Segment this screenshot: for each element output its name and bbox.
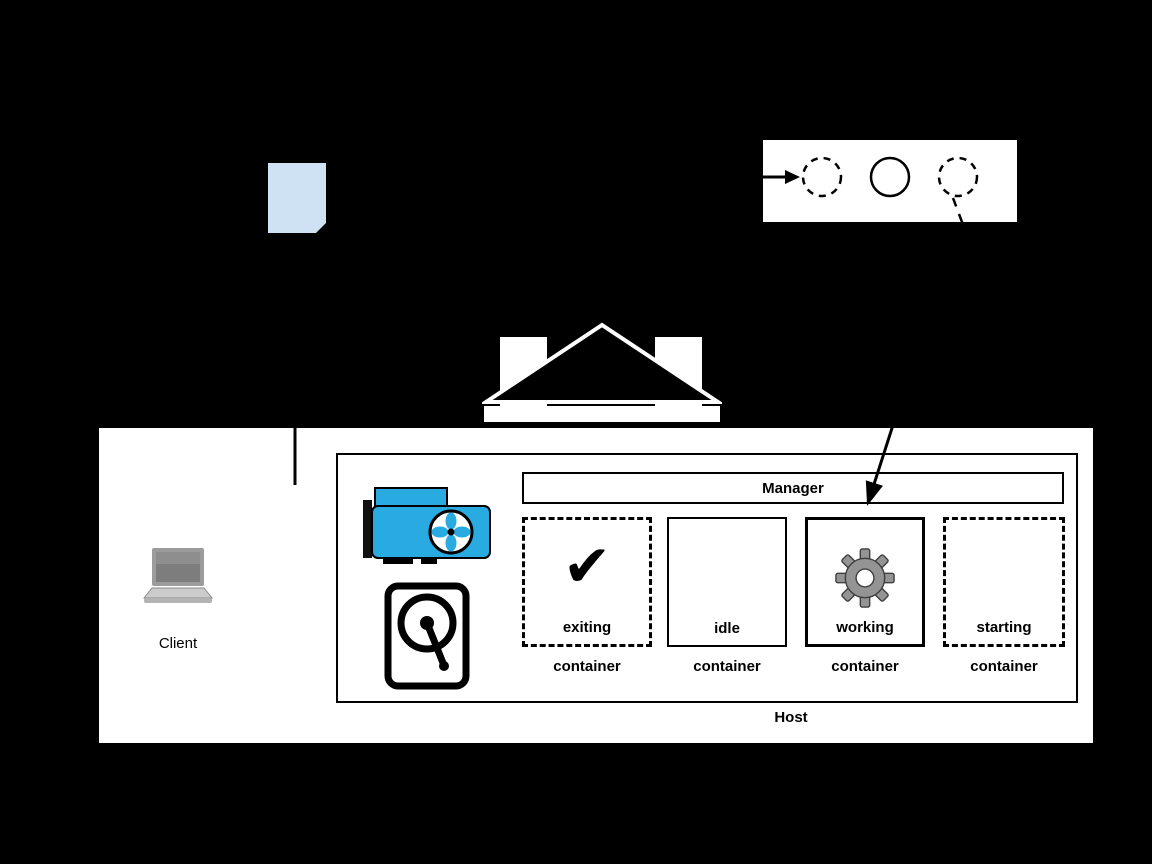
- container-caption: container: [553, 658, 621, 675]
- host-label: Host: [774, 709, 808, 726]
- temple-icon: [482, 322, 722, 422]
- container-working-box: working: [805, 517, 925, 647]
- container-idle-box: idle: [667, 517, 787, 647]
- container-state-label: idle: [714, 620, 740, 637]
- container-caption: container: [831, 658, 899, 675]
- hdd-icon: [384, 582, 470, 690]
- container-starting-box: starting: [943, 517, 1065, 647]
- checkmark-icon: ✔: [562, 534, 612, 599]
- container-caption: container: [693, 658, 761, 675]
- laptop-icon: [142, 548, 214, 603]
- manager-label: Manager: [762, 479, 824, 497]
- gpu-icon: [363, 487, 491, 564]
- temple-base: [484, 406, 720, 422]
- circle-queue-box: [763, 140, 1017, 231]
- container-state-label: exiting: [562, 619, 612, 636]
- gear-icon: [835, 548, 895, 613]
- queue-circle-solid: [869, 156, 911, 198]
- queue-arrow-head-icon: [785, 170, 800, 184]
- container-starting: starting container: [943, 517, 1065, 675]
- queue-connector-stub: [951, 197, 967, 231]
- container-exiting-box: ✔ exiting: [522, 517, 652, 647]
- temple-roof: [482, 322, 722, 404]
- host-box: Manager ✔ exiting container idle contain…: [336, 453, 1078, 703]
- queue-circle-dashed-1: [801, 156, 843, 198]
- container-caption: container: [970, 658, 1038, 675]
- document-fold-icon: [312, 221, 328, 237]
- manager-bar: Manager: [522, 472, 1064, 504]
- container-exiting: ✔ exiting container: [522, 517, 652, 675]
- system-panel: Client: [99, 428, 1093, 743]
- container-idle: idle container: [667, 517, 787, 675]
- client-label: Client: [158, 635, 198, 652]
- circle-queue-graphic: [763, 156, 979, 231]
- queue-circle-dashed-2: [937, 156, 979, 198]
- container-state-label: working: [836, 619, 894, 636]
- container-working: working container: [805, 517, 925, 675]
- container-state-label: starting: [976, 619, 1032, 636]
- document-icon: [268, 163, 328, 237]
